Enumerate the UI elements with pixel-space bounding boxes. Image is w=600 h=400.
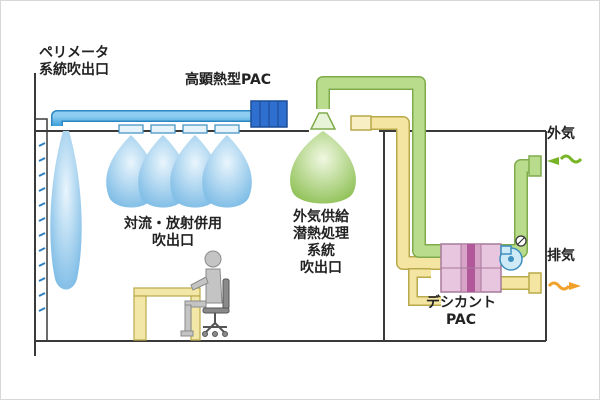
desk: [133, 287, 201, 341]
green-diffuser: [309, 112, 337, 130]
convection-radiation-outlet-label: 対流・放射併用 吹出口: [98, 216, 248, 250]
fan-icon: [499, 245, 523, 271]
outdoor-air-intake: [528, 155, 542, 177]
desiccant-pac-label-line-2: PAC: [445, 312, 477, 329]
high-sensible-pac-label: 高顕熱型PAC: [185, 72, 272, 88]
ceiling-duct: [51, 110, 251, 126]
desiccant-pac-label: デシカント PAC: [406, 295, 516, 329]
exhaust-outlet: [528, 272, 542, 294]
desiccant-pac-unit: [440, 243, 502, 293]
chair: [202, 278, 230, 337]
convection-radiation-airflow: [106, 135, 252, 208]
yellow-diffuser: [350, 115, 372, 131]
pac-unit: [250, 100, 288, 128]
convection-radiation-label-line-2: 吹出口: [152, 233, 194, 250]
perimeter-wall-cavity: [34, 118, 48, 342]
yellow-duct: [366, 116, 531, 306]
damper-icon: [515, 235, 527, 247]
outdoor-air-label: 外気: [547, 126, 575, 142]
desiccant-pac-label-line-1: デシカント: [426, 295, 496, 311]
wavy-arrow-icon: [547, 154, 583, 165]
perimeter-airflow: [50, 131, 82, 290]
outdoor-air-latent-outlet-label: 外気供給 潜熱処理 系統 吹出口: [273, 209, 369, 277]
outdoor-air-latent-label-line-3: 系統: [307, 243, 335, 260]
person: [180, 250, 223, 337]
perimeter-outlet-label-line-1: ペリメータ: [39, 45, 109, 61]
exhaust-label: 排気: [547, 248, 575, 264]
outdoor-air-latent-label-line-2: 潜熱処理: [293, 226, 349, 243]
outdoor-air-latent-label-line-4: 吹出口: [300, 260, 342, 277]
convection-radiation-label-line-1: 対流・放射併用: [124, 216, 222, 232]
outdoor-air-airflow: [290, 131, 356, 204]
perimeter-outlet-label-line-2: 系統吹出口: [39, 62, 109, 79]
ceiling-diffusers: [118, 124, 240, 134]
perimeter-outlet-label: ペリメータ 系統吹出口: [39, 45, 109, 79]
perimeter-diffuser-slots: [38, 142, 46, 312]
wavy-arrow-icon-exhaust: [547, 281, 581, 291]
outdoor-air-latent-label-line-1: 外気供給: [293, 209, 349, 225]
